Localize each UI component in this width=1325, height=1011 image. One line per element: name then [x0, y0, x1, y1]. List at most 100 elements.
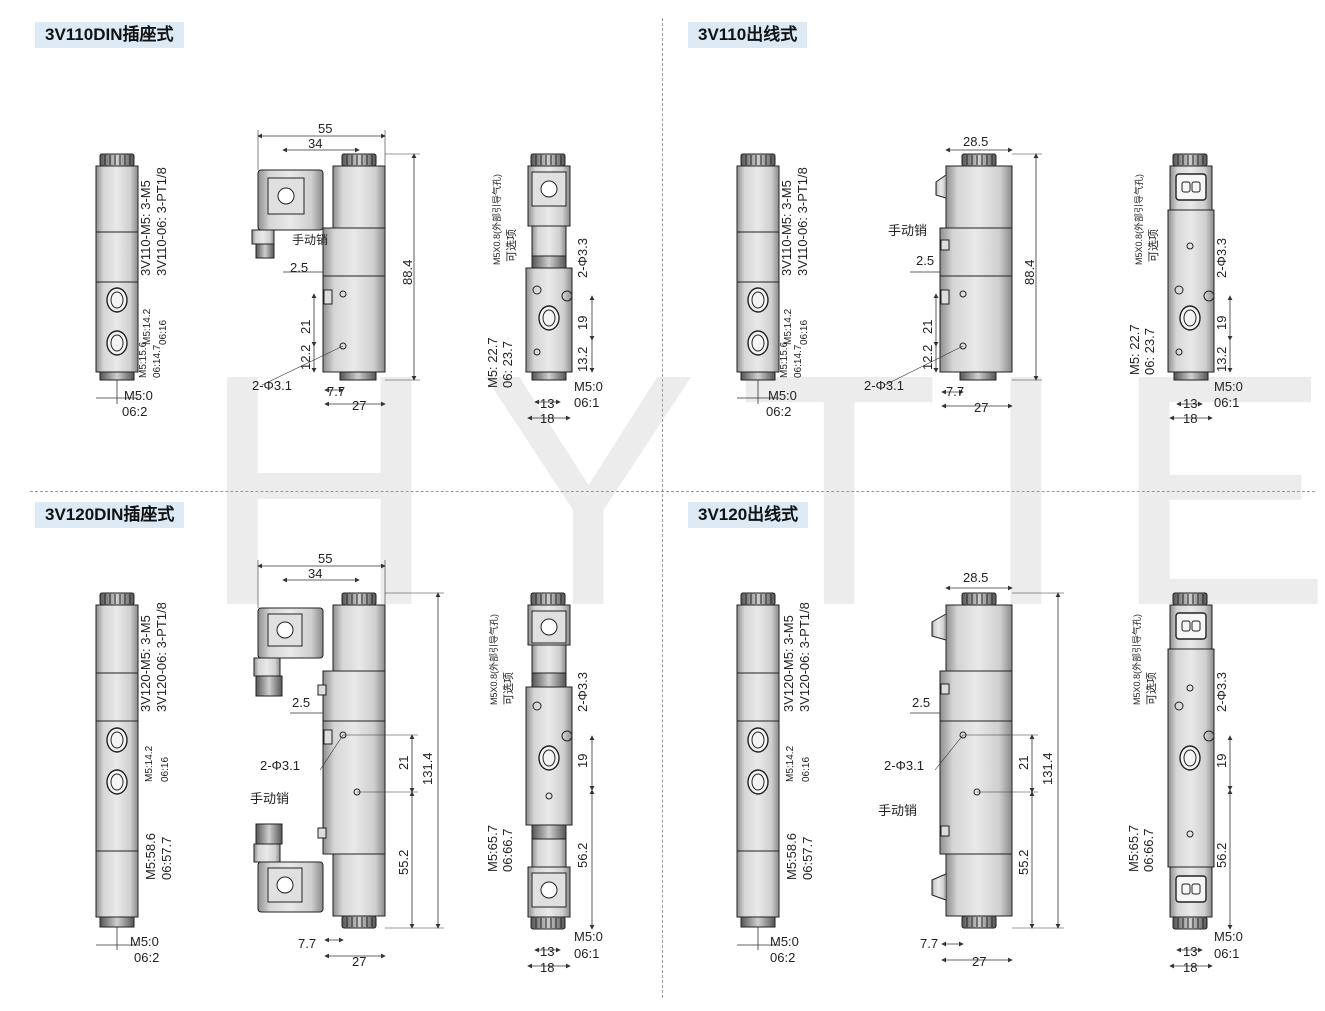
q4-exhaust: M5X0.8(外部引导气孔) — [1131, 614, 1142, 705]
q2-dim-285: 28.5 — [963, 134, 988, 149]
q1-exhaust: M5X0.8(外部引导气孔) — [491, 174, 502, 265]
q3-phi31: 2-Φ3.1 — [260, 758, 300, 773]
q2-dim-27: 27 — [974, 400, 988, 415]
q2-phi33: 2-Φ3.3 — [1214, 238, 1229, 278]
q3-m5-657: M5:65.7 — [485, 825, 500, 872]
q1-m5-156: M5:15.6 — [138, 341, 149, 378]
q1-dim-18: 18 — [540, 411, 554, 426]
q3-dim-13: 13 — [540, 944, 554, 959]
q2-m5-0: M5:0 — [768, 388, 797, 403]
q1-dim-122: 12.2 — [298, 345, 313, 370]
q3-dim-34: 34 — [308, 566, 322, 581]
q3-06-2: 06:2 — [134, 950, 159, 965]
q2-06-237: 06: 23.7 — [1142, 328, 1157, 375]
q1-front-view — [95, 153, 139, 404]
q4-manual-label: 手动销 — [878, 803, 917, 818]
q3-dim-21: 21 — [396, 756, 411, 770]
q1-side-view — [251, 130, 420, 407]
q3-end-view — [525, 592, 595, 969]
q4-end-view — [1167, 592, 1233, 969]
q2-dim-19: 19 — [1214, 316, 1229, 330]
q3-m5-142: M5:14.2 — [144, 745, 155, 782]
q1-dim-34: 34 — [308, 136, 322, 151]
q4-dim-285: 28.5 — [963, 570, 988, 585]
q2-phi31: 2-Φ3.1 — [864, 378, 904, 393]
q2-06-2: 06:2 — [766, 404, 791, 419]
q4-dim-25: 2.5 — [912, 695, 930, 710]
q4-phi31: 2-Φ3.1 — [884, 758, 924, 773]
q4-dim-19: 19 — [1214, 754, 1229, 768]
q3-m5-586: M5:58.6 — [143, 833, 158, 880]
q2-port-06: 3V110-06: 3-PT1/8 — [795, 167, 810, 276]
q4-dim-552: 55.2 — [1016, 850, 1031, 875]
q2-port-m5: 3V110-M5: 3-M5 — [779, 180, 794, 276]
q1-06-237: 06: 23.7 — [500, 341, 515, 388]
q4-m5-142: M5:14.2 — [785, 745, 796, 782]
q4-06-16: 06:16 — [801, 757, 812, 782]
q1-m5-142: M5:14.2 — [142, 308, 153, 345]
q3-dim-1314: 131.4 — [420, 752, 435, 785]
q4-m5-0: M5:0 — [770, 934, 799, 949]
q2-manual-label: 手动销 — [888, 223, 927, 238]
q1-m5-0: M5:0 — [124, 388, 153, 403]
vertical-divider — [662, 18, 663, 998]
q2-m5-0-end: M5:0 — [1214, 379, 1243, 394]
q1-dim-884: 88.4 — [400, 260, 415, 285]
q2-dim-132: 13.2 — [1214, 347, 1229, 372]
q3-dim-19: 19 — [575, 754, 590, 768]
q1-06-16: 06:16 — [158, 320, 169, 345]
q3-dim-562: 56.2 — [575, 843, 590, 868]
q4-front-view — [736, 592, 780, 950]
q3-front-view — [95, 592, 139, 950]
q2-dim-77: 7.7 — [946, 384, 964, 399]
q1-dim-13: 13 — [540, 396, 554, 411]
q2-optional: 可选项 — [1147, 229, 1160, 262]
q4-m5-586: M5:58.6 — [784, 833, 799, 880]
q3-dim-25: 2.5 — [292, 695, 310, 710]
q1-06-2: 06:2 — [122, 404, 147, 419]
q1-m5-0-end: M5:0 — [574, 379, 603, 394]
q3-dim-18: 18 — [540, 960, 554, 975]
q3-06-577: 06:57.7 — [159, 837, 174, 880]
q2-m5-156: M5:15.6 — [779, 341, 790, 378]
q2-m5-227: M5: 22.7 — [1127, 324, 1142, 375]
q1-dim-27: 27 — [352, 398, 366, 413]
q4-06-667: 06:66.7 — [1141, 829, 1156, 872]
q3-dim-55: 55 — [318, 551, 332, 566]
q2-dim-122: 12.2 — [920, 345, 935, 370]
q3-dim-27: 27 — [352, 954, 366, 969]
q3-06-16: 06:16 — [160, 757, 171, 782]
q1-optional: 可选项 — [505, 229, 518, 262]
q4-dim-77: 7.7 — [920, 936, 938, 951]
q1-dim-19: 19 — [575, 316, 590, 330]
q4-06-577: 06:57.7 — [800, 837, 815, 880]
q2-exhaust: M5X0.8(外部引导气孔) — [1133, 174, 1144, 265]
q4-dim-1314: 131.4 — [1040, 752, 1055, 785]
q4-dim-562: 56.2 — [1214, 843, 1229, 868]
q4-phi33: 2-Φ3.3 — [1214, 672, 1229, 712]
q4-dim-21: 21 — [1016, 756, 1031, 770]
q1-dim-21: 21 — [298, 320, 313, 334]
q4-m5-0-end: M5:0 — [1214, 929, 1243, 944]
q3-dim-77: 7.7 — [298, 936, 316, 951]
q1-dim-25: 2.5 — [290, 260, 308, 275]
section-title-3v110-wire: 3V110出线式 — [688, 22, 808, 48]
q2-06-1: 06:1 — [1214, 395, 1239, 410]
q3-side-view — [253, 560, 444, 959]
q2-dim-21: 21 — [920, 320, 935, 334]
q1-phi33: 2-Φ3.3 — [575, 238, 590, 278]
q3-exhaust: M5X0.8(外部引导气孔) — [488, 614, 499, 705]
q1-dim-55: 55 — [318, 121, 332, 136]
q4-port-m5: 3V120-M5: 3-M5 — [781, 615, 796, 712]
q4-port-06: 3V120-06: 3-PT1/8 — [797, 602, 812, 712]
q3-06-1: 06:1 — [574, 946, 599, 961]
q2-dim-18: 18 — [1183, 411, 1197, 426]
q1-dim-132: 13.2 — [575, 347, 590, 372]
q4-dim-18: 18 — [1183, 960, 1197, 975]
q4-side-view — [910, 585, 1064, 963]
q3-port-m5: 3V120-M5: 3-M5 — [138, 615, 153, 712]
q4-dim-27: 27 — [972, 954, 986, 969]
q1-end-view — [525, 153, 595, 421]
q2-end-view — [1167, 153, 1233, 421]
